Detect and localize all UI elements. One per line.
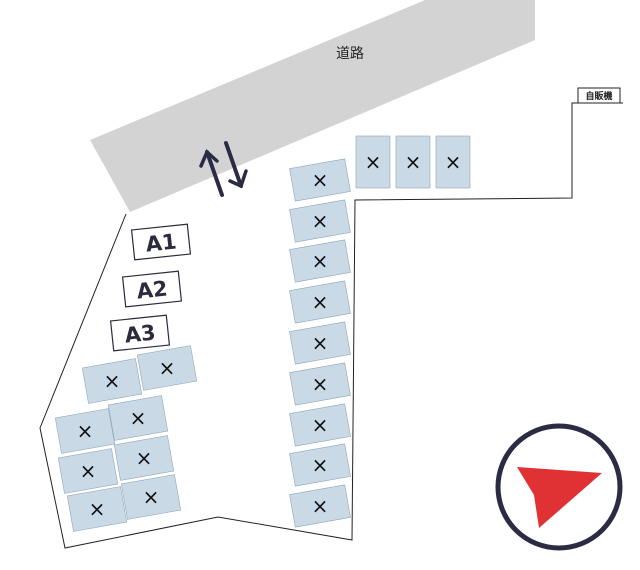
road (90, 0, 535, 212)
occupied-mark: × (143, 485, 160, 509)
occupied-space: × (57, 448, 119, 494)
occupied-space: × (435, 135, 471, 189)
occupied-space: × (395, 135, 431, 189)
occupied-mark: × (365, 150, 382, 174)
vending-machine: 自販機 (577, 87, 621, 104)
occupied-mark: × (159, 356, 176, 380)
occupied-space: × (136, 345, 198, 391)
occupied-mark: × (312, 209, 329, 233)
occupied-mark: × (312, 494, 329, 518)
occupied-mark: × (312, 290, 329, 314)
occupied-mark: × (312, 168, 329, 192)
occupied-space: × (289, 280, 351, 324)
road-label: 道路 (336, 46, 364, 62)
occupied-mark: × (136, 446, 153, 470)
occupied-space: × (289, 199, 351, 243)
occupied-space: × (107, 395, 169, 441)
occupied-mark: × (77, 419, 94, 443)
occupied-mark: × (80, 459, 97, 483)
occupied-mark: × (312, 413, 329, 437)
occupied-space: × (66, 486, 128, 532)
occupied-space: × (289, 321, 351, 365)
space-label: A3 (123, 320, 156, 347)
occupied-mark: × (312, 372, 329, 396)
occupied-space: × (289, 158, 351, 202)
occupied-space: × (289, 403, 351, 447)
occupied-mark: × (405, 150, 422, 174)
occupied-mark: × (312, 249, 329, 273)
occupied-space: × (81, 358, 143, 404)
occupied-space: × (289, 484, 351, 528)
occupied-space: × (289, 443, 351, 487)
occupied-space: × (289, 362, 351, 406)
available-space: A2 (121, 270, 183, 308)
occupied-space: × (355, 135, 391, 189)
lot-boundary (39, 102, 623, 549)
space-label: A1 (144, 229, 177, 256)
occupied-mark: × (445, 150, 462, 174)
occupied-mark: × (104, 369, 121, 393)
two-way-arrow-icon (199, 141, 248, 197)
occupied-mark: × (130, 406, 147, 430)
north-pointer (517, 467, 602, 528)
occupied-mark: × (89, 497, 106, 521)
occupied-space: × (120, 474, 182, 520)
occupied-space: × (54, 408, 116, 454)
occupied-mark: × (312, 453, 329, 477)
occupied-space: × (289, 239, 351, 283)
occupied-mark: × (312, 331, 329, 355)
compass-icon (495, 423, 623, 551)
vending-machine-label: 自販機 (585, 90, 612, 102)
space-label: A2 (135, 276, 168, 303)
occupied-space: × (113, 435, 175, 481)
occupied-spaces: × × × × × × × × × × × × × × × × × × × × (54, 135, 471, 532)
available-space: A3 (109, 314, 171, 352)
available-space: A1 (130, 223, 192, 261)
